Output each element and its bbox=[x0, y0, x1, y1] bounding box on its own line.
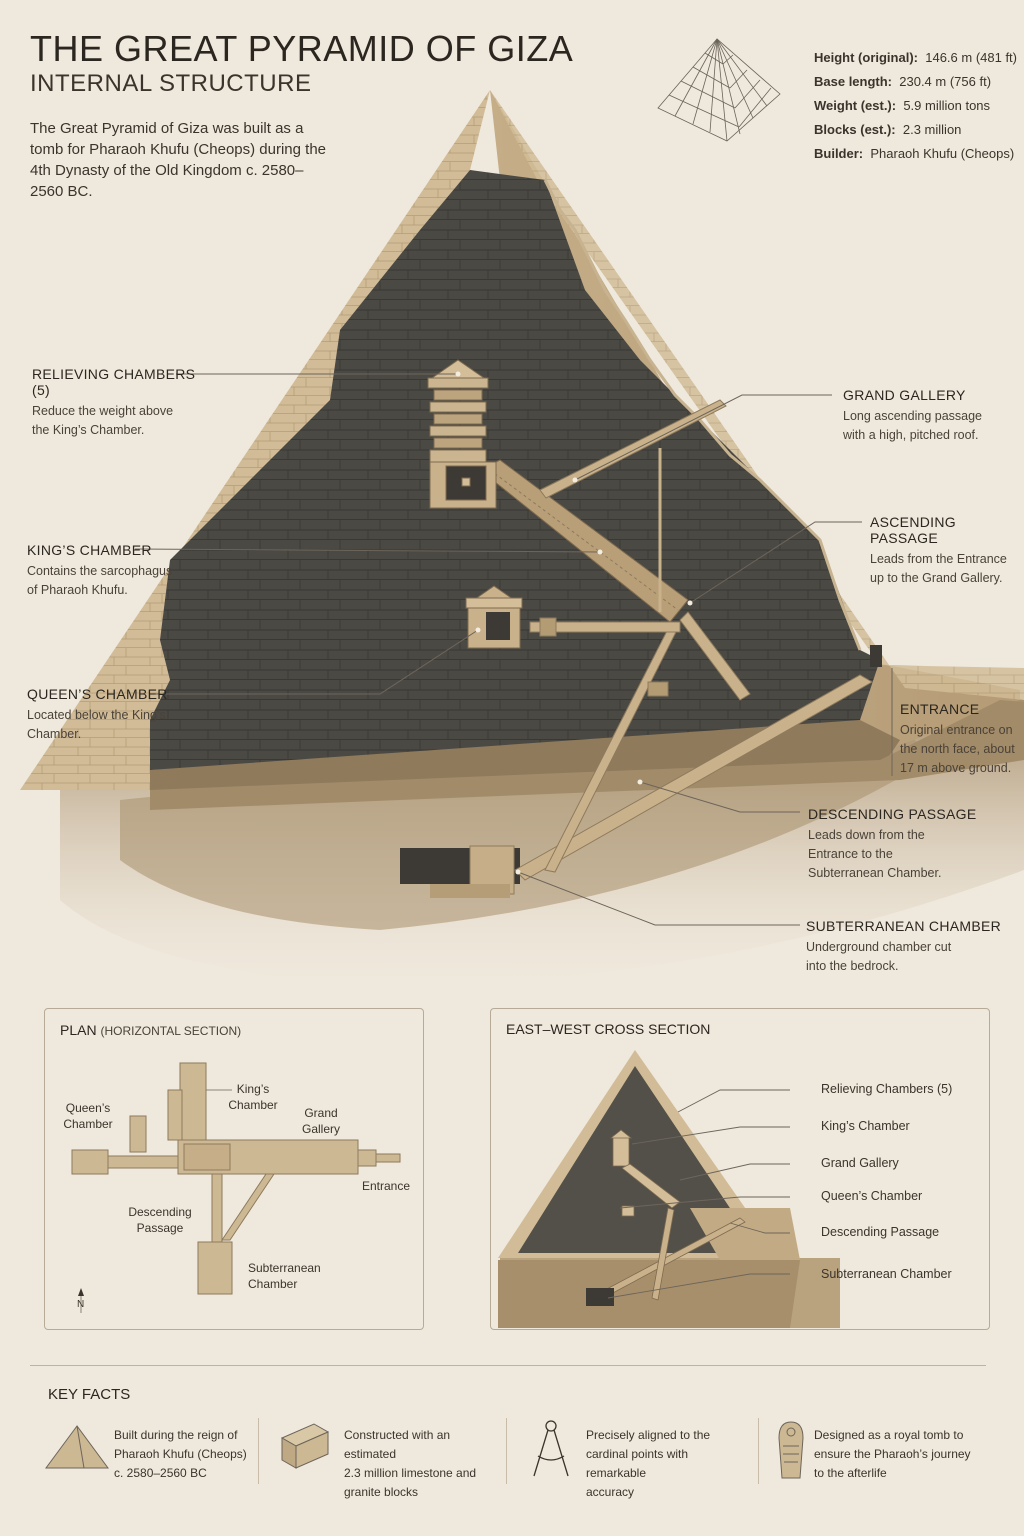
xs-label-queens: Queen’s Chamber bbox=[821, 1189, 923, 1203]
xs-label-descending: Descending Passage bbox=[821, 1225, 940, 1239]
pyramid-outer-face bbox=[20, 90, 490, 790]
descending-passage bbox=[514, 674, 874, 881]
plan-label-kings: King’s Chamber bbox=[228, 1082, 278, 1112]
plan-title: PLAN (HORIZONTAL SECTION) bbox=[60, 1022, 242, 1038]
plan-label-queens: Queen’s Chamber bbox=[63, 1101, 113, 1131]
pyramid-cutaway-diagram bbox=[20, 90, 1024, 986]
label-relieving-chambers: RELIEVING CHAMBERS (5) Reduce the weight… bbox=[32, 366, 196, 437]
fact-divider bbox=[758, 1418, 759, 1484]
specs-list: Height (original): 146.6 m (481 ft) Base… bbox=[814, 46, 1017, 166]
spec-builder: Builder: Pharaoh Khufu (Cheops) bbox=[814, 146, 1015, 161]
xs-label-relieving: Relieving Chambers (5) bbox=[821, 1082, 953, 1096]
plan-label-entrance: Entrance bbox=[362, 1179, 411, 1193]
intro-text: The Great Pyramid of Giza was built as a… bbox=[30, 120, 327, 200]
page-subtitle: INTERNAL STRUCTURE bbox=[30, 70, 312, 97]
compass-icon bbox=[533, 1420, 569, 1477]
plan-diagram: N bbox=[71, 1062, 401, 1313]
pyramid-icon bbox=[45, 1425, 109, 1469]
wireframe-pyramid-icon bbox=[657, 38, 781, 142]
spec-weight: Weight (est.): 5.9 million tons bbox=[814, 98, 991, 113]
label-kings-chamber: KING’S CHAMBER Contains the sarcophagus … bbox=[27, 542, 173, 597]
spec-base: Base length: 230.4 m (756 ft) bbox=[814, 74, 992, 89]
label-ascending-passage: ASCENDING PASSAGE Leads from the Entranc… bbox=[870, 514, 1007, 585]
plan-label-subterranean: Subterranean Chamber bbox=[248, 1261, 321, 1291]
plan-label-descending: Descending Passage bbox=[128, 1205, 192, 1235]
xs-label-subterranean: Subterranean Chamber bbox=[821, 1267, 952, 1281]
north-indicator: N bbox=[77, 1299, 84, 1310]
plan-label-grand: Grand Gallery bbox=[301, 1106, 340, 1136]
page-title: THE GREAT PYRAMID OF GIZA bbox=[30, 28, 574, 69]
spec-height: Height (original): 146.6 m (481 ft) bbox=[814, 50, 1018, 65]
label-grand-gallery: GRAND GALLERY Long ascending passage wit… bbox=[843, 387, 983, 442]
stone-block-icon bbox=[280, 1423, 330, 1469]
label-subterranean-chamber: SUBTERRANEAN CHAMBER Underground chamber… bbox=[806, 918, 1002, 973]
label-queens-chamber: QUEEN’S CHAMBER Located below the King’s… bbox=[27, 686, 168, 741]
pyramid-interior bbox=[150, 170, 880, 770]
cross-section-title: EAST–WEST CROSS SECTION bbox=[506, 1021, 711, 1037]
fact-divider bbox=[506, 1418, 507, 1484]
divider bbox=[30, 1365, 986, 1366]
sarcophagus-icon bbox=[778, 1421, 804, 1479]
label-descending-passage: DESCENDING PASSAGE Leads down from the E… bbox=[808, 806, 977, 880]
fact-divider bbox=[258, 1418, 259, 1484]
ascending-passage bbox=[679, 611, 751, 701]
key-facts-title: KEY FACTS bbox=[48, 1386, 131, 1403]
cross-section-diagram bbox=[498, 1050, 840, 1328]
relieving-chambers bbox=[427, 359, 497, 509]
xs-label-grand: Grand Gallery bbox=[821, 1156, 899, 1170]
spec-blocks: Blocks (est.): 2.3 million bbox=[814, 122, 962, 137]
xs-label-kings: King’s Chamber bbox=[821, 1119, 910, 1133]
entrance bbox=[870, 645, 882, 667]
label-entrance: ENTRANCE Original entrance on the north … bbox=[900, 701, 1015, 775]
